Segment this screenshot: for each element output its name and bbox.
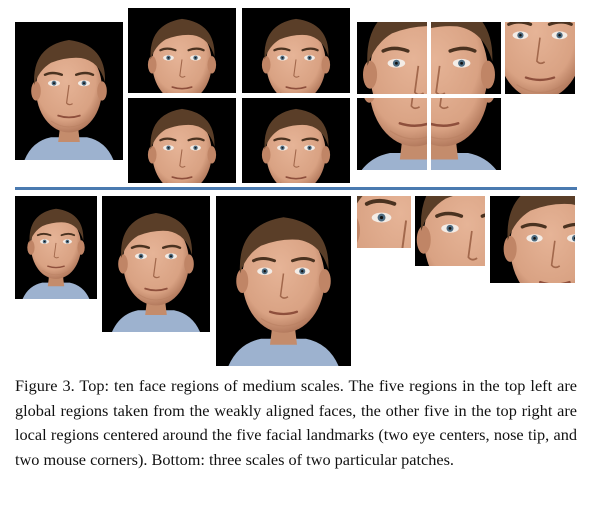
face-image: [216, 196, 351, 366]
face-image: [102, 196, 210, 332]
face-image: [357, 98, 427, 170]
face-patch: [357, 196, 411, 248]
face-patch: [415, 196, 485, 266]
face-patch: [128, 98, 236, 183]
face-patch: [102, 196, 210, 332]
face-image: [242, 98, 350, 183]
face-patch: [431, 98, 501, 170]
face-image: [128, 98, 236, 183]
face-patch: [15, 196, 97, 299]
face-patch: [357, 98, 427, 170]
face-patch: [505, 22, 575, 94]
face-image: [242, 8, 350, 93]
face-image: [128, 8, 236, 93]
face-image: [15, 22, 123, 160]
face-image: [357, 196, 411, 248]
face-image: [431, 22, 501, 94]
figure-caption: Figure 3. Top: ten face regions of mediu…: [15, 376, 577, 469]
face-image: [357, 22, 427, 94]
face-patch: [128, 8, 236, 93]
face-patch: [242, 98, 350, 183]
section-divider: [15, 187, 577, 190]
face-patch: [357, 22, 427, 94]
face-patch: [15, 22, 123, 160]
face-image: [15, 196, 97, 299]
face-image: [415, 196, 485, 266]
face-image: [490, 196, 575, 283]
face-patch: [490, 196, 575, 283]
face-image: [505, 22, 575, 94]
face-patch: [431, 22, 501, 94]
face-patch: [216, 196, 351, 366]
face-image: [431, 98, 501, 170]
face-patch: [242, 8, 350, 93]
